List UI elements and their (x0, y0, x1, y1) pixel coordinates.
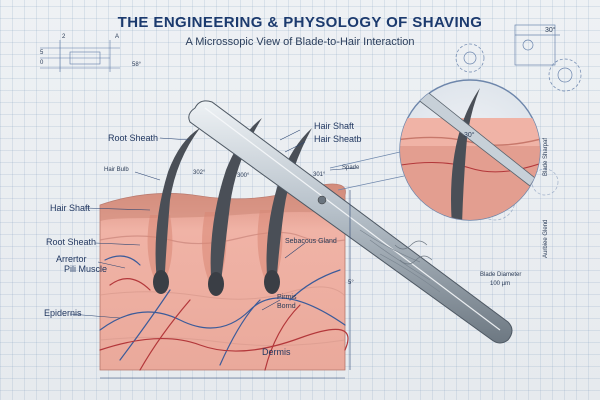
label-hair-sheath: Hair Sheatb (314, 134, 362, 144)
label-arrector-1: Arrertor (56, 254, 87, 264)
label-epidermis: Epidernis (44, 308, 82, 318)
label-sebaceous: Sebacous Gland (285, 238, 337, 245)
corner-drawing-left (40, 40, 120, 72)
side-note-1: Blade Sharpaf (543, 137, 549, 176)
label-root-sheath-left: Root Sheath (46, 237, 97, 247)
label-blade-diameter-1: Blade Diameter (480, 272, 522, 278)
label-angle-301: 301° (313, 172, 326, 178)
label-dermis-bond-2: Bornd (277, 303, 296, 310)
label-angle-300: 300° (237, 173, 250, 179)
label-hair-shaft-top: Hair Shaft (314, 121, 355, 131)
label-dermis-bond-1: Pirmis (277, 294, 297, 301)
label-spade: Spade (342, 165, 360, 171)
corner-mark: 2 (62, 34, 66, 40)
corner-mark: 0 (40, 60, 44, 66)
label-hair-shaft-left: Hair Shaft (50, 203, 91, 213)
label-root-sheath-top: Root Sheath (108, 133, 159, 143)
magnified-inset (329, 79, 541, 221)
corner-mark: 5 (40, 50, 44, 56)
page-title: THE ENGINEERING & PHYSOLOGY OF SHAVING (117, 14, 483, 31)
label-blade-diameter-2: 100 µm (490, 281, 511, 287)
corner-mark: A (115, 34, 120, 40)
label-dermis: Dermis (262, 347, 291, 357)
side-note-2: Aurbiee Glend (543, 219, 549, 258)
label-arrector-2: Pili Muscle (64, 264, 108, 274)
hair-strands (153, 118, 312, 296)
label-angle-302: 302° (193, 170, 206, 176)
label-hair-bulb: Hair Bulb (104, 167, 129, 173)
blood-vessels (99, 255, 349, 371)
razor-blade (188, 100, 513, 344)
label-inset-angle: 30° (464, 132, 475, 139)
leader-lines (69, 129, 356, 379)
corner-angle: 30° (545, 27, 556, 34)
label-dim-5: 5° (348, 280, 354, 286)
page-subtitle: A Microssopic View of Blade-to-Hair Inte… (185, 36, 415, 48)
corner-mark: 58° (132, 62, 142, 68)
